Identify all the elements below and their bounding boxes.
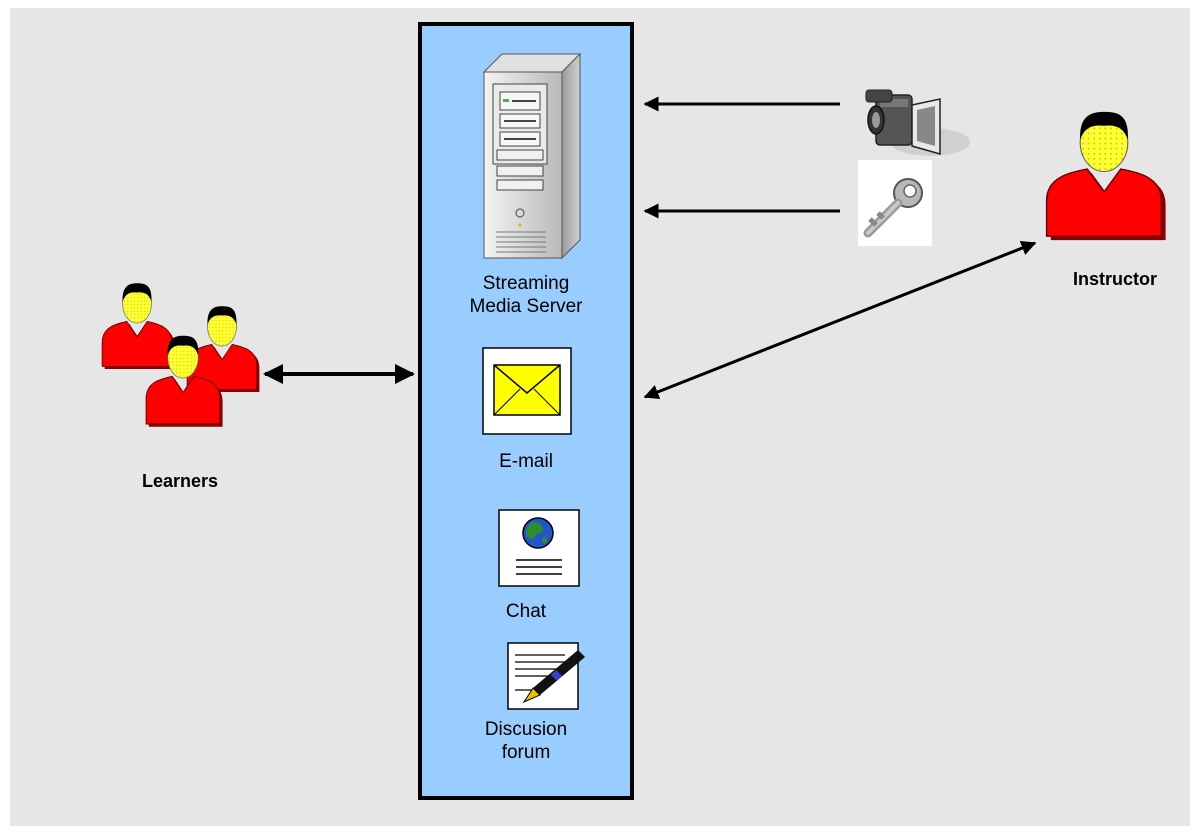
- forum-label-line2: forum: [501, 742, 551, 763]
- globe-document-icon: [498, 509, 580, 587]
- server-tower-icon: [482, 52, 582, 260]
- server-label-line2: Media Server: [469, 296, 583, 317]
- instructor-label: Instructor: [1072, 269, 1157, 289]
- forum-label-line1: Discusion: [484, 719, 568, 740]
- video-camera-icon: [865, 89, 970, 156]
- instructor-server-arrow: [643, 240, 1037, 400]
- pen-document-icon: [507, 642, 585, 710]
- chat-label: Chat: [505, 601, 547, 622]
- server-label: Streaming Media Server: [430, 272, 622, 318]
- envelope-icon: [482, 347, 572, 435]
- learners-label: Learners: [141, 471, 219, 491]
- person-icon: [1045, 111, 1167, 241]
- group-of-people-icon: [101, 282, 260, 428]
- server-label-line1: Streaming: [482, 273, 570, 294]
- key-icon: [858, 160, 932, 246]
- forum-label: Discusion forum: [430, 718, 622, 764]
- email-label: E-mail: [499, 451, 553, 472]
